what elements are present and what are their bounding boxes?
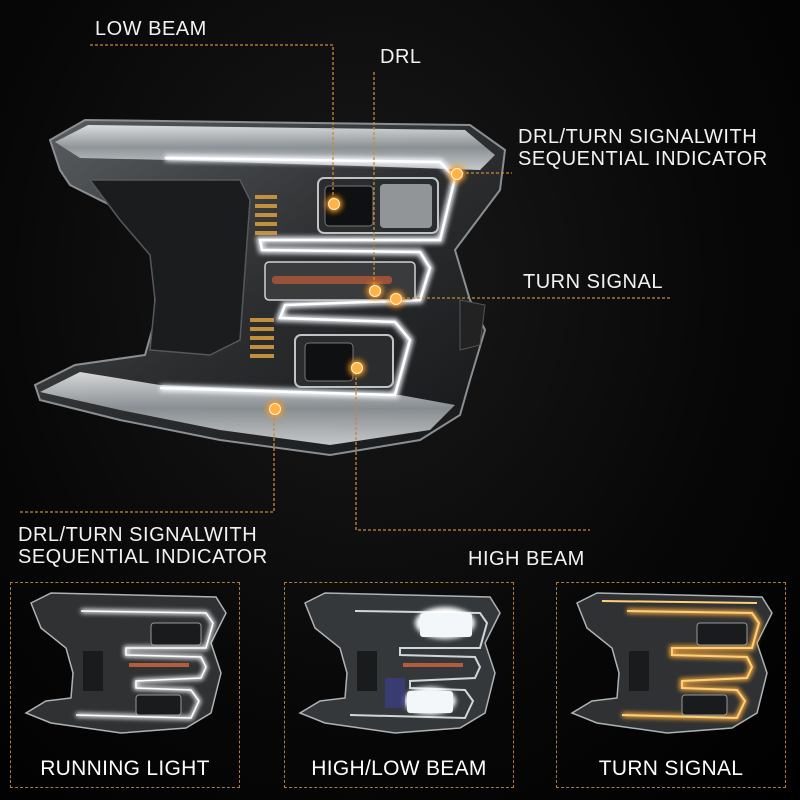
high-beam-label: HIGH BEAM	[468, 548, 585, 570]
headlight-illustration	[20, 44, 672, 531]
drl-turn-bottom-label: DRL/TURN SIGNALWITH SEQUENTIAL INDICATOR	[18, 524, 268, 568]
drl-turn-top-label: DRL/TURN SIGNALWITH SEQUENTIAL INDICATOR	[518, 126, 768, 170]
high-low-beam-panel: HIGH/LOW BEAM	[284, 582, 514, 788]
turn-signal-marker	[390, 293, 402, 305]
mounting-bracket	[459, 299, 486, 351]
leader-lines	[20, 44, 672, 531]
high-low-beam-caption: HIGH/LOW BEAM	[311, 757, 487, 780]
running-light-caption: RUNNING LIGHT	[40, 757, 210, 780]
turn-signal-caption: TURN SIGNAL	[598, 757, 744, 780]
running-light-thumbnail	[24, 592, 227, 734]
turn-signal-panel: TURN SIGNAL	[556, 582, 786, 788]
drl-turn-top-marker	[451, 168, 463, 180]
chrome-trim-bottom	[40, 372, 455, 445]
amber-fins	[250, 195, 277, 358]
drl-label: DRL	[380, 46, 422, 68]
low-beam-marker	[328, 198, 340, 210]
turn-signal-label: TURN SIGNAL	[523, 271, 663, 293]
drl-marker	[369, 285, 381, 297]
running-light-panel: RUNNING LIGHT	[10, 582, 240, 788]
low-beam-label: LOW BEAM	[95, 18, 207, 40]
high-beam-marker	[351, 362, 363, 374]
turn-signal-thumbnail	[570, 592, 773, 734]
drl-turn-bottom-marker	[269, 403, 281, 415]
housing-cutout	[88, 179, 251, 356]
high-low-beam-thumbnail	[298, 592, 501, 734]
